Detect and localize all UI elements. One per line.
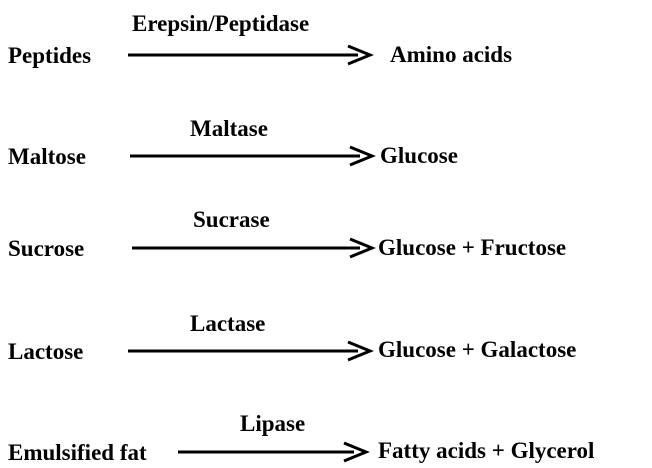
reaction-arrow — [132, 237, 376, 259]
enzyme-label: Lipase — [240, 411, 306, 436]
enzyme-label: Maltase — [190, 116, 268, 141]
reaction-sucrose: Sucrase Sucrose Glucose + Fructose — [0, 0, 652, 260]
product-label: Glucose + Fructose — [378, 235, 567, 260]
reaction-maltose: Maltase Maltose Glucose — [0, 0, 652, 168]
reaction-arrow — [178, 441, 370, 463]
substrate-label: Maltose — [8, 144, 86, 169]
product-label: Glucose — [380, 143, 458, 168]
product-label: Fatty acids + Glycerol — [378, 438, 595, 463]
reaction-arrow — [128, 340, 374, 362]
enzyme-label: Erepsin/Peptidase — [132, 11, 310, 36]
reaction-lactose: Lactase Lactose Glucose + Galactose — [0, 0, 652, 363]
substrate-label: Lactose — [8, 339, 84, 364]
substrate-label: Peptides — [8, 43, 92, 68]
enzyme-label: Sucrase — [193, 207, 270, 232]
reaction-arrow — [128, 44, 374, 66]
enzyme-label: Lactase — [190, 311, 266, 336]
product-label: Glucose + Galactose — [378, 337, 577, 362]
substrate-label: Sucrose — [8, 236, 85, 261]
substrate-label: Emulsified fat — [8, 440, 147, 465]
product-label: Amino acids — [390, 42, 513, 67]
reaction-peptides: Erepsin/Peptidase Peptides Amino acids — [0, 0, 652, 90]
reaction-arrow — [130, 145, 376, 167]
